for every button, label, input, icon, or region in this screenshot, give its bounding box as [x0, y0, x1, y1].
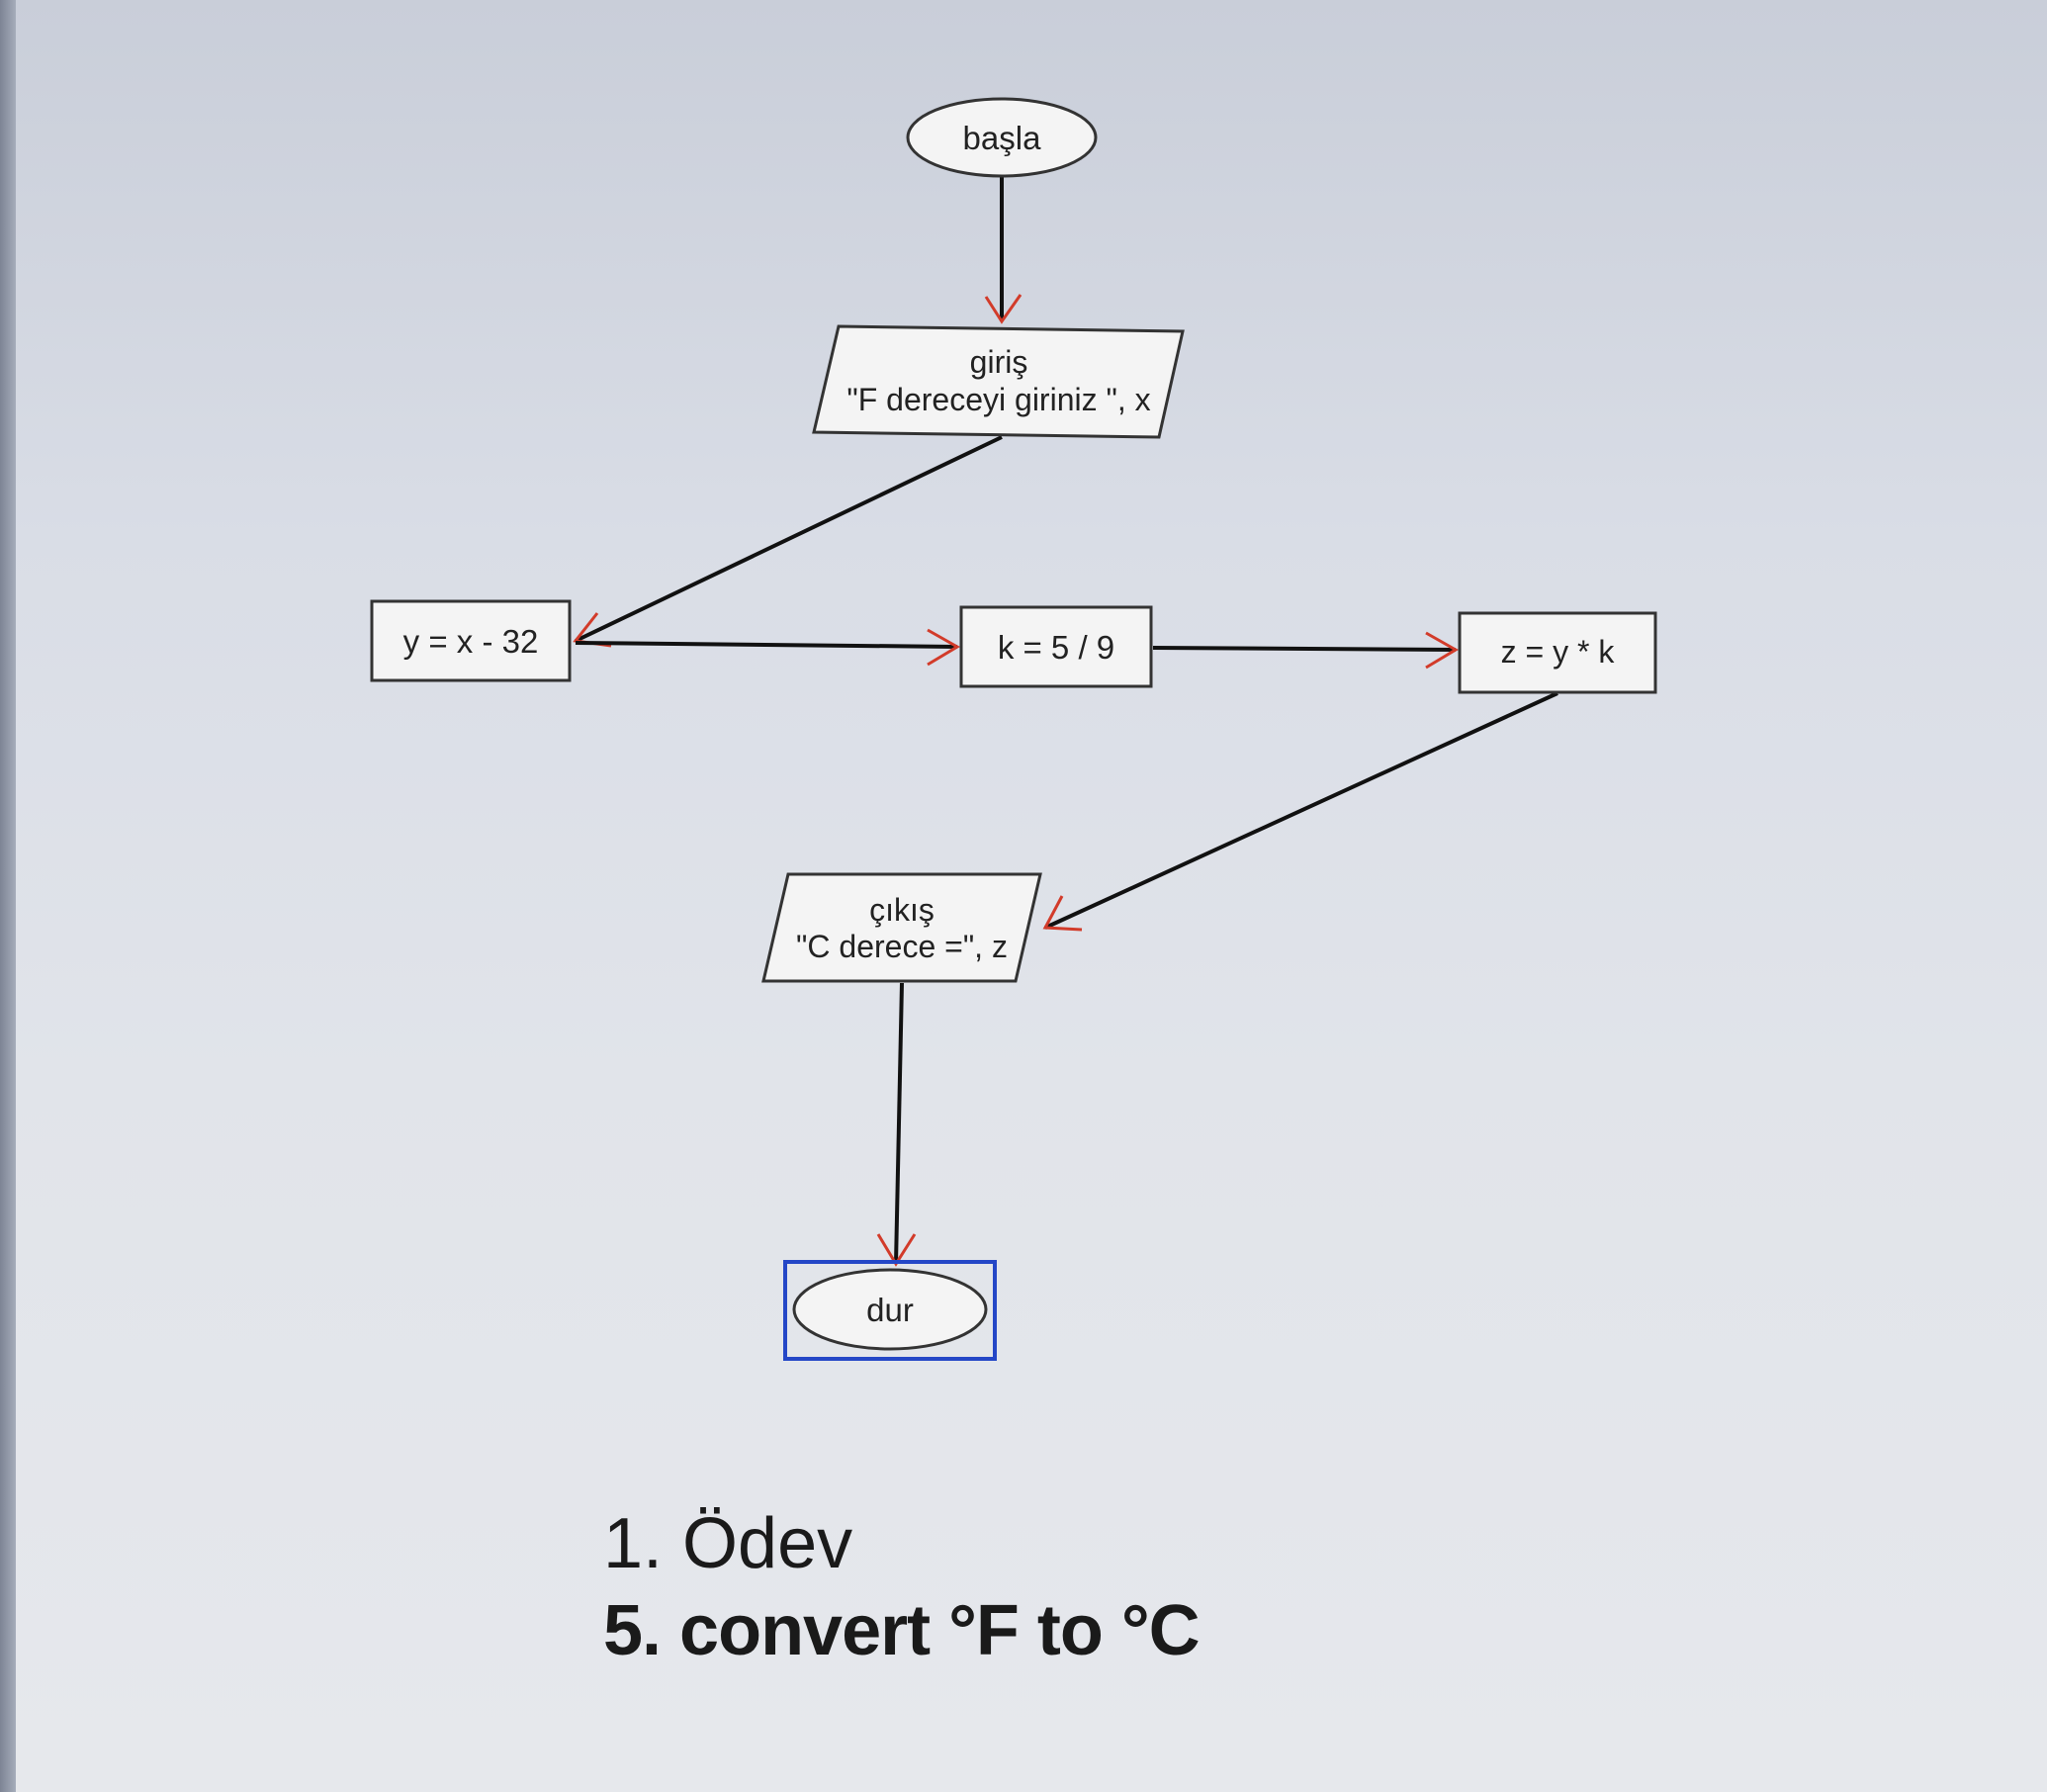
- terminator-shape: [906, 97, 1098, 178]
- parallelogram-shape: [761, 872, 1042, 983]
- selection-highlight: [783, 1260, 997, 1361]
- edge-input-to-calc-y: [575, 435, 1003, 643]
- node-output-title: çıkış: [869, 892, 934, 928]
- arrowhead-calc-z: [1425, 631, 1459, 670]
- node-output[interactable]: çıkış "C derece =", z: [761, 872, 1042, 983]
- assignment-title: 5. convert °F to °C: [603, 1591, 1201, 1670]
- node-input-prompt: "F dereceyi giriniz ", x: [846, 382, 1150, 417]
- edge-calc-y-to-calc-k: [575, 641, 958, 649]
- node-calc-y[interactable]: y = x - 32: [370, 599, 572, 682]
- parallelogram-shape: [812, 324, 1185, 439]
- terminator-shape: [792, 1268, 988, 1351]
- node-input[interactable]: giriş "F dereceyi giriniz ", x: [812, 324, 1185, 439]
- node-start[interactable]: başla: [906, 97, 1098, 178]
- node-end[interactable]: dur: [783, 1260, 997, 1361]
- node-calc-z[interactable]: z = y * k: [1458, 611, 1657, 694]
- arrowhead-output: [1042, 895, 1083, 932]
- edge-calc-z-to-output: [1044, 691, 1558, 930]
- node-start-label: başla: [963, 120, 1042, 156]
- edge-calc-k-to-calc-z: [1152, 646, 1457, 652]
- arrowhead-calc-k: [927, 628, 960, 667]
- process-shape: [1458, 611, 1657, 694]
- node-calc-k[interactable]: k = 5 / 9: [959, 605, 1153, 688]
- node-calc-k-label: k = 5 / 9: [998, 629, 1114, 666]
- edge-output-to-end: [894, 982, 904, 1265]
- process-shape: [959, 605, 1153, 688]
- arrowhead-input: [984, 294, 1023, 324]
- arrowhead-calc-y: [573, 612, 612, 648]
- process-shape: [370, 599, 572, 682]
- node-end-label: dur: [866, 1292, 914, 1328]
- flowchart-edges: [573, 176, 1558, 1267]
- monitor-bezel-edge: [0, 0, 16, 1792]
- node-calc-y-label: y = x - 32: [403, 623, 539, 660]
- node-calc-z-label: z = y * k: [1501, 634, 1616, 670]
- assignment-number: 1. Ödev: [603, 1504, 853, 1583]
- node-output-message: "C derece =", z: [796, 929, 1008, 964]
- node-input-title: giriş: [970, 344, 1028, 380]
